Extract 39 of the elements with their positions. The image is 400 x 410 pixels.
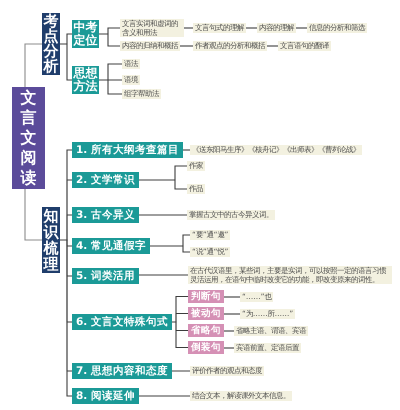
topic-box: 7. 思想内容和态度	[72, 363, 172, 379]
connector-line	[24, 43, 42, 87]
sentence-type-box: 省略句	[188, 324, 224, 337]
connector-line	[224, 313, 240, 315]
sentence-type-box: 倒装句	[188, 341, 224, 354]
topic-box: 5. 词类活用	[72, 268, 139, 284]
branch-box: 知识梳理	[42, 207, 60, 273]
connector-line	[24, 189, 42, 241]
topic-box: 6. 文言文特殊句式	[72, 314, 172, 330]
connector-line	[182, 149, 190, 151]
connector-line	[246, 27, 257, 29]
connector-line	[99, 79, 122, 95]
root-box: 文言文阅读	[12, 87, 45, 189]
connector-line	[180, 45, 193, 47]
connector-line	[224, 296, 240, 298]
connector-line	[138, 395, 190, 397]
connector-line	[296, 27, 307, 29]
topic-box: 思想方法	[72, 66, 99, 94]
topic-box: 1. 所有大纲考查篇目	[72, 142, 183, 158]
connector-line	[172, 370, 190, 372]
connector-line	[99, 33, 120, 47]
topic-box: 2. 文学常识	[72, 172, 139, 188]
connector-line	[224, 347, 234, 349]
topic-box: 中考定位	[72, 20, 99, 48]
connector-line	[60, 43, 72, 81]
connector-line	[138, 214, 187, 216]
sentence-type-box: 判断句	[188, 290, 224, 303]
branch-box: 考点分析	[42, 13, 60, 75]
connector-line	[267, 45, 278, 47]
connector-line	[60, 239, 72, 397]
connector-line	[184, 27, 193, 29]
sentence-type-box: 被动句	[188, 307, 224, 320]
connector-line	[224, 330, 234, 332]
connector-line	[138, 179, 187, 190]
topic-box: 3. 古今异义	[72, 207, 139, 223]
connector-line	[138, 274, 188, 276]
connector-line	[150, 245, 190, 253]
topic-box: 8. 阅读延伸	[72, 388, 139, 404]
topic-box: 4. 常见通假字	[72, 238, 150, 254]
